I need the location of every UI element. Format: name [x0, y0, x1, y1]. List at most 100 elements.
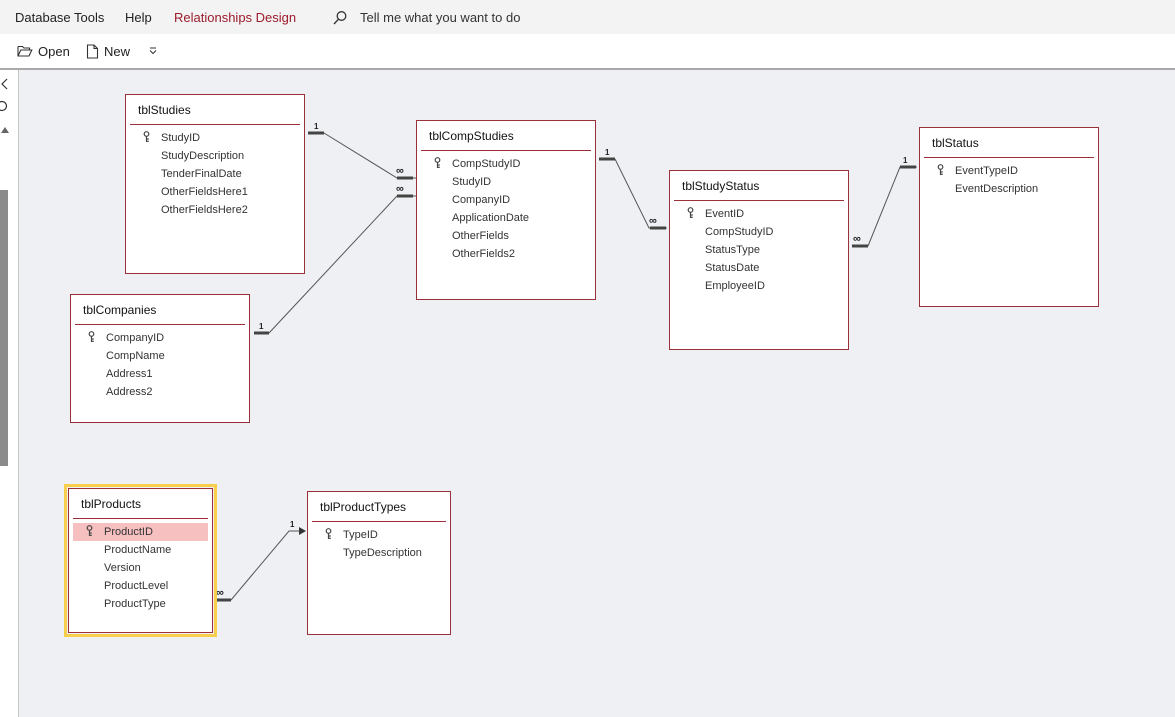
menu-help[interactable]: Help	[125, 10, 152, 25]
divider	[75, 324, 245, 325]
search-icon	[333, 11, 347, 25]
field-row[interactable]: CompanyID	[75, 329, 245, 347]
field-name: StudyID	[161, 132, 201, 144]
relationships-canvas[interactable]: 1 ∞ 1 ∞ 1 ∞ ∞ 1	[19, 70, 1175, 717]
field-row[interactable]: CompanyID	[421, 191, 591, 209]
relationship-studystatus-status[interactable]: ∞ 1	[852, 156, 917, 248]
field-row[interactable]: OtherFields2	[421, 245, 591, 263]
field-name: StatusType	[705, 244, 761, 256]
new-button[interactable]: New	[86, 42, 130, 60]
field-name: OtherFieldsHere2	[161, 204, 248, 216]
field-name: TypeDescription	[343, 547, 422, 559]
relationship-compstudies-studystatus[interactable]: 1 ∞	[599, 148, 667, 230]
divider	[924, 157, 1094, 158]
field-row[interactable]: EventTypeID	[924, 162, 1094, 180]
field-name: CompStudyID	[452, 158, 521, 170]
field-name: ProductType	[104, 598, 166, 610]
relationship-companies-compstudies[interactable]: 1 ∞	[254, 183, 416, 335]
field-row[interactable]: ProductType	[73, 595, 208, 613]
new-document-icon	[86, 43, 99, 59]
field-name: TenderFinalDate	[161, 168, 242, 180]
field-row[interactable]: OtherFields	[421, 227, 591, 245]
field-row[interactable]: Address2	[75, 383, 245, 401]
field-name: TypeID	[343, 529, 378, 541]
field-row[interactable]: TypeDescription	[312, 544, 446, 562]
field-name: CompanyID	[106, 332, 165, 344]
scrollbar-thumb[interactable]	[0, 190, 8, 466]
table-tblStatus[interactable]: tblStatus EventTypeID EventDescription	[919, 127, 1099, 307]
cardinality-one-label: 1	[259, 322, 264, 331]
table-tblProductTypes[interactable]: tblProductTypes TypeID TypeDescription	[307, 491, 451, 635]
table-title: tblStudies	[138, 103, 191, 117]
field-name: OtherFields	[452, 230, 509, 242]
table-tblCompanies[interactable]: tblCompanies CompanyID CompName Address1…	[70, 294, 250, 423]
relationship-studies-compstudies[interactable]: 1 ∞	[308, 122, 416, 180]
cardinality-many-label: ∞	[396, 165, 404, 177]
field-row[interactable]: ApplicationDate	[421, 209, 591, 227]
field-row[interactable]: OtherFieldsHere2	[130, 201, 300, 219]
field-name: EventID	[705, 208, 745, 220]
field-row[interactable]: StudyID	[130, 129, 300, 147]
field-row[interactable]: Address1	[75, 365, 245, 383]
field-row[interactable]: EventID	[674, 205, 844, 223]
primary-key-icon	[325, 528, 332, 539]
primary-key-icon	[687, 207, 694, 218]
field-row[interactable]: CompName	[75, 347, 245, 365]
relationship-lines: 1 ∞ 1 ∞ 1 ∞ ∞ 1	[216, 122, 917, 602]
field-name: ProductName	[104, 544, 172, 556]
table-tblProducts[interactable]: tblProducts ProductID ProductName Versio…	[64, 484, 217, 637]
field-row[interactable]: Version	[73, 559, 208, 577]
quick-access-dropdown[interactable]	[148, 42, 158, 60]
chevron-left-icon[interactable]	[0, 78, 10, 90]
cardinality-one-label: 1	[314, 122, 319, 131]
field-row[interactable]: StudyDescription	[130, 147, 300, 165]
field-row[interactable]: StatusType	[674, 241, 844, 259]
field-row[interactable]: CompStudyID	[674, 223, 844, 241]
cardinality-many-label: ∞	[649, 215, 657, 227]
field-name: ProductLevel	[104, 580, 169, 592]
cardinality-many-label: ∞	[396, 183, 404, 195]
navigation-pane-collapsed[interactable]	[0, 70, 19, 717]
field-row[interactable]: EventDescription	[924, 180, 1094, 198]
table-title: tblProductTypes	[320, 500, 407, 514]
field-name: Address2	[106, 386, 153, 398]
table-tblStudyStatus[interactable]: tblStudyStatus EventID CompStudyID Statu…	[669, 170, 849, 350]
field-row[interactable]: TypeID	[312, 526, 446, 544]
field-name: EventDescription	[955, 183, 1039, 195]
open-label: Open	[38, 43, 70, 59]
field-name: Version	[104, 562, 141, 574]
table-tblCompStudies[interactable]: tblCompStudies CompStudyID StudyID Compa…	[416, 120, 596, 300]
table-tblStudies[interactable]: tblStudies StudyID StudyDescription Tend…	[125, 94, 305, 274]
menu-database-tools[interactable]: Database Tools	[15, 10, 105, 25]
relationship-products-producttypes[interactable]: ∞ 1	[216, 520, 306, 602]
scroll-up-arrow-icon[interactable]	[0, 126, 10, 134]
primary-key-icon	[88, 331, 95, 342]
primary-key-icon	[86, 525, 93, 536]
chevron-down-icon	[149, 47, 157, 55]
field-name: OtherFieldsHere1	[161, 186, 248, 198]
table-title: tblProducts	[81, 497, 142, 511]
field-name: ApplicationDate	[452, 212, 530, 224]
search-icon[interactable]	[0, 100, 10, 114]
field-row[interactable]: StatusDate	[674, 259, 844, 277]
field-row[interactable]: StudyID	[421, 173, 591, 191]
menu-bar: Database Tools Help Relationships Design…	[0, 0, 1175, 34]
field-row-selected[interactable]: ProductID	[73, 523, 208, 541]
field-row[interactable]: OtherFieldsHere1	[130, 183, 300, 201]
field-name: OtherFields2	[452, 248, 515, 260]
field-row[interactable]: EmployeeID	[674, 277, 844, 295]
field-row[interactable]: TenderFinalDate	[130, 165, 300, 183]
open-button[interactable]: Open	[17, 42, 70, 60]
field-list: CompanyID CompName Address1 Address2	[75, 329, 245, 401]
field-row[interactable]: CompStudyID	[421, 155, 591, 173]
cardinality-one-label: 1	[605, 148, 610, 157]
table-title: tblCompStudies	[429, 129, 514, 143]
field-name: StudyID	[452, 176, 492, 188]
field-row[interactable]: ProductLevel	[73, 577, 208, 595]
menu-relationships-design[interactable]: Relationships Design	[174, 10, 297, 25]
field-row[interactable]: ProductName	[73, 541, 208, 559]
field-list: EventID CompStudyID StatusType StatusDat…	[674, 205, 844, 295]
divider	[674, 200, 844, 201]
field-list: CompStudyID StudyID CompanyID Applicatio…	[421, 155, 591, 263]
cardinality-many-label: ∞	[853, 233, 861, 245]
